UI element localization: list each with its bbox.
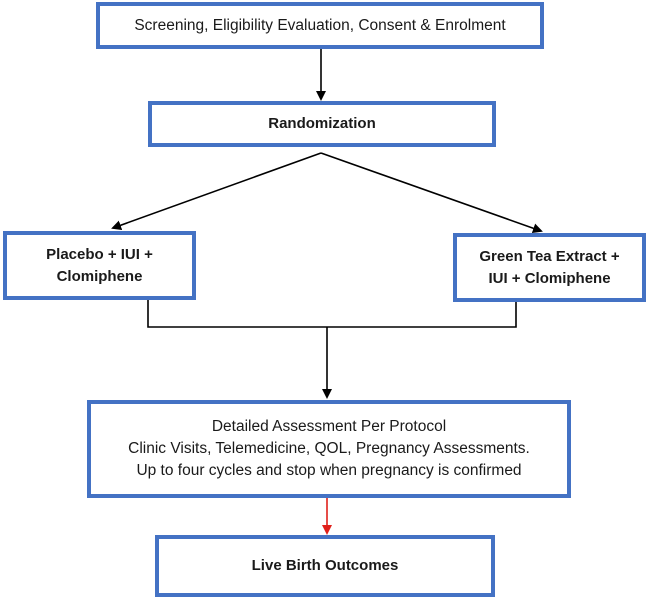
assessment-box: Detailed Assessment Per Protocol Clinic … — [87, 400, 571, 498]
placebo-label-line1: Placebo + IUI + — [46, 245, 153, 263]
green-tea-label-line2: IUI + Clomiphene — [488, 269, 611, 287]
screening-box: Screening, Eligibility Evaluation, Conse… — [96, 2, 544, 49]
randomization-label: Randomization — [268, 115, 376, 132]
merge-line-arms — [147, 300, 517, 328]
live-birth-outcome-box: Live Birth Outcomes — [155, 535, 495, 597]
placebo-arm-box: Placebo + IUI + Clomiphene — [3, 231, 196, 300]
green-tea-arm-box: Green Tea Extract + IUI + Clomiphene — [453, 233, 646, 302]
randomization-box: Randomization — [148, 101, 496, 147]
outcome-label: Live Birth Outcomes — [251, 557, 399, 574]
assessment-line2: Clinic Visits, Telemedicine, QOL, Pregna… — [128, 440, 530, 457]
arrow-randomization-to-green-tea — [320, 152, 543, 234]
placebo-label-line2: Clomiphene — [56, 267, 143, 285]
assessment-line1: Detailed Assessment Per Protocol — [211, 418, 447, 435]
arrow-randomization-to-placebo — [111, 152, 322, 230]
assessment-line3: Up to four cycles and stop when pregnanc… — [136, 462, 522, 479]
green-tea-label-line1: Green Tea Extract + — [479, 247, 620, 265]
screening-label: Screening, Eligibility Evaluation, Conse… — [134, 16, 506, 34]
